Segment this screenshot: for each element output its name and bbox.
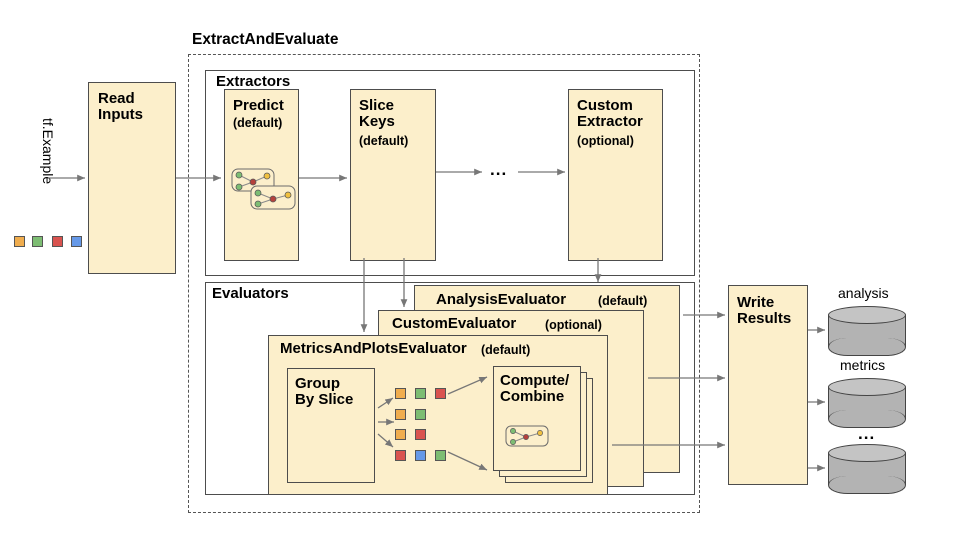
swatch: [14, 236, 25, 247]
node-slice-keys-label: Slice Keys: [359, 97, 395, 131]
cylinder-bottom: [828, 338, 906, 356]
slice-cell: [395, 450, 406, 461]
evaluators-title: Evaluators: [212, 285, 289, 302]
node-analysis-evaluator-label: AnalysisEvaluator: [436, 291, 567, 308]
node-read-inputs[interactable]: Read Inputs: [88, 82, 176, 274]
swatch: [71, 236, 82, 247]
output-cylinder-analysis: [828, 306, 906, 356]
node-write-results-label: Write Results: [737, 294, 792, 328]
slice-cell: [415, 409, 426, 420]
node-custom-evaluator-label: CustomEvaluator: [392, 315, 517, 332]
swatch: [52, 236, 63, 247]
node-predict[interactable]: Predict (default): [224, 89, 299, 261]
swatch: [32, 236, 43, 247]
slice-cell: [395, 429, 406, 440]
slice-cell: [415, 450, 426, 461]
node-slice-keys-sublabel: (default): [359, 134, 409, 148]
extract-and-evaluate-title: ExtractAndEvaluate: [192, 31, 339, 48]
node-predict-sublabel: (default): [233, 116, 283, 130]
cylinder-top: [828, 306, 906, 324]
input-label: tf.Example: [40, 118, 56, 185]
extractors-ellipsis: ...: [490, 160, 508, 179]
node-metrics-and-plots-evaluator-sublabel: (default): [481, 343, 531, 357]
node-metrics-and-plots-evaluator[interactable]: MetricsAndPlotsEvaluator (default) Group…: [268, 335, 608, 495]
output-cylinder-more: [828, 444, 906, 494]
slice-cell: [435, 388, 446, 399]
output-label-analysis: analysis: [838, 285, 889, 301]
node-group-by-slice-label: Group By Slice: [295, 375, 354, 409]
graph-icon: [231, 168, 296, 210]
node-compute-combine-label: Compute/ Combine: [500, 372, 570, 406]
cylinder-bottom: [828, 476, 906, 494]
node-group-by-slice[interactable]: Group By Slice: [287, 368, 375, 483]
node-compute-combine[interactable]: Compute/ Combine: [493, 366, 581, 471]
node-slice-keys[interactable]: Slice Keys (default): [350, 89, 436, 261]
node-custom-evaluator-sublabel: (optional): [545, 318, 602, 332]
extractors-container: [205, 70, 695, 276]
node-write-results[interactable]: Write Results: [728, 285, 808, 485]
slice-cell: [415, 388, 426, 399]
slice-cell: [415, 429, 426, 440]
extract-and-evaluate-container: [188, 54, 700, 513]
graph-icon-small: [505, 425, 549, 447]
cylinder-bottom: [828, 410, 906, 428]
node-analysis-evaluator-sublabel: (default): [598, 294, 648, 308]
cylinder-top: [828, 444, 906, 462]
node-predict-label: Predict: [233, 97, 284, 114]
node-metrics-and-plots-evaluator-label: MetricsAndPlotsEvaluator: [280, 340, 467, 357]
slice-cell: [395, 388, 406, 399]
extractors-title: Extractors: [216, 73, 291, 90]
node-read-inputs-label: Read Inputs: [98, 90, 143, 124]
slice-cell: [435, 450, 446, 461]
node-custom-extractor[interactable]: Custom Extractor (optional): [568, 89, 663, 261]
cylinder-top: [828, 378, 906, 396]
slice-cell: [395, 409, 406, 420]
node-custom-extractor-sublabel: (optional): [577, 134, 634, 148]
output-label-more: ...: [858, 424, 876, 443]
output-cylinder-metrics: [828, 378, 906, 428]
node-custom-extractor-label: Custom Extractor: [577, 97, 643, 131]
output-label-metrics: metrics: [840, 357, 886, 373]
